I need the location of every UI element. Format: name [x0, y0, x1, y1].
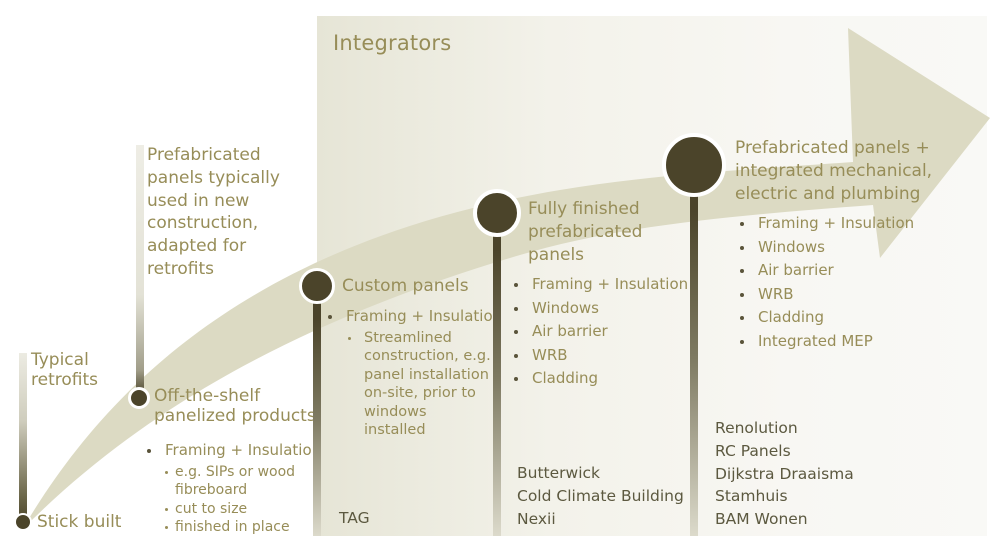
feature-item: Framing + Insulation Streamlined constru…	[324, 305, 502, 440]
feature-item: Framing + Insulation e.g. SIPs or wood f…	[143, 439, 321, 537]
company-name: Dijkstra Draaisma	[715, 464, 854, 483]
custom-panels-stem	[313, 300, 321, 536]
company-name: BAM Wonen	[715, 510, 808, 529]
bullet-icon	[740, 292, 744, 297]
arrow-body	[22, 28, 990, 530]
fully-finished-features: Framing + Insulation Windows Air barrier…	[510, 273, 688, 391]
feature-item: Windows	[736, 236, 914, 260]
feature-item: Cladding	[736, 306, 914, 330]
bullet-icon	[740, 316, 744, 320]
custom-panels-node	[299, 268, 335, 304]
bullet-icon	[165, 470, 168, 474]
feature-item: WRB	[510, 344, 688, 368]
bullet-icon	[165, 526, 168, 529]
subfeature-item: cut to size	[161, 500, 321, 519]
stick-built-label: Stick built	[37, 512, 122, 532]
bullet-icon	[514, 353, 518, 358]
feature-item: Air barrier	[736, 259, 914, 283]
subfeature-item: Streamlined construction, e.g. panel ins…	[346, 329, 492, 440]
feature-subitems: Streamlined construction, e.g. panel ins…	[346, 329, 502, 440]
fully-finished-node	[473, 189, 521, 237]
company-name: Nexii	[517, 509, 556, 528]
fully-finished-companies: Butterwick Cold Climate Building Nexii	[517, 462, 684, 530]
off-the-shelf-features: Framing + Insulation e.g. SIPs or wood f…	[143, 439, 321, 537]
bullet-icon	[740, 269, 744, 273]
stick-built-node	[14, 513, 32, 531]
integrated-mep-companies: Renolution RC Panels Dijkstra Draaisma S…	[715, 417, 854, 531]
integrated-mep-stem	[690, 180, 698, 536]
feature-subitems: e.g. SIPs or wood fibreboard cut to size…	[161, 463, 321, 537]
bullet-icon	[514, 306, 518, 311]
custom-panels-features: Framing + Insulation Streamlined constru…	[324, 305, 502, 440]
company-name: Butterwick	[517, 464, 601, 482]
custom-panels-title: Custom panels	[342, 276, 469, 296]
integrators-title: Integrators	[333, 31, 452, 55]
integrated-mep-node	[662, 133, 726, 197]
bullet-icon	[514, 330, 518, 334]
bullet-icon	[740, 245, 744, 250]
company-name: TAG	[339, 509, 370, 527]
feature-item: Framing + Insulation	[736, 212, 914, 236]
stick-built-stem	[19, 353, 27, 523]
company-name: Renolution	[715, 419, 798, 437]
feature-item: Windows	[510, 297, 688, 321]
fully-finished-title: Fully finished prefabricated panels	[528, 199, 643, 265]
prefab-new-construction-note: Prefabricated panels typically used in n…	[147, 145, 280, 279]
integrated-mep-title: Prefabricated panels + integrated mechan…	[735, 138, 933, 204]
integrated-mep-features: Framing + Insulation Windows Air barrier…	[736, 212, 914, 353]
company-name: Cold Climate Building	[517, 486, 684, 505]
bullet-icon	[328, 315, 332, 319]
bullet-icon	[740, 339, 744, 344]
custom-panels-companies: TAG	[339, 507, 370, 530]
fully-finished-stem	[493, 225, 501, 536]
subfeature-item: e.g. SIPs or wood fibreboard	[161, 463, 315, 500]
subfeature-item: finished in place	[161, 518, 321, 537]
bullet-icon	[514, 283, 518, 287]
feature-item: Integrated MEP	[736, 330, 914, 354]
bullet-icon	[514, 377, 518, 381]
feature-item: WRB	[736, 283, 914, 307]
feature-item: Air barrier	[510, 320, 688, 344]
off-the-shelf-title: Off-the-shelf panelized products	[154, 386, 316, 427]
bullet-icon	[740, 222, 744, 226]
feature-item: Cladding	[510, 367, 688, 391]
feature-label: Framing + Insulation	[165, 441, 322, 459]
bullet-icon	[348, 336, 351, 340]
feature-item: Framing + Insulation	[510, 273, 688, 297]
company-name: RC Panels	[715, 441, 791, 460]
off-the-shelf-stem	[136, 145, 144, 395]
bullet-icon	[165, 507, 168, 511]
bullet-icon	[147, 449, 151, 453]
company-name: Stamhuis	[715, 487, 788, 506]
feature-label: Framing + Insulation	[346, 307, 503, 325]
typical-retrofits-note: Typical retrofits	[31, 350, 98, 391]
off-the-shelf-node	[128, 387, 150, 409]
